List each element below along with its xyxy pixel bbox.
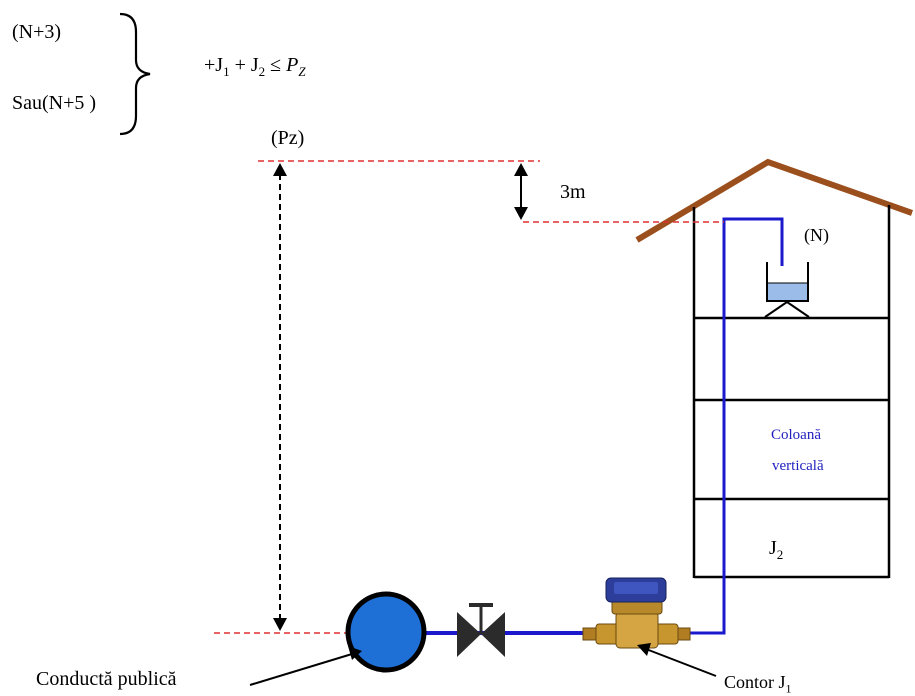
public-pipe-label: Conductă publică [36, 668, 177, 690]
arrow-head-up [514, 163, 528, 176]
tank-stand [764, 300, 810, 318]
meter-label: Contor J1 [724, 672, 792, 696]
formula-inequality: +J1 + J2 ≤ PZ [204, 54, 306, 79]
option-n-plus-5: Sau(N+5 ) [12, 92, 97, 114]
arrow-head-up [273, 163, 287, 176]
arrow-head-down [273, 618, 287, 631]
column-label-line2: verticală [772, 458, 824, 474]
pz-label: (Pz) [271, 127, 305, 149]
arrow-head [637, 643, 651, 656]
curly-brace [119, 12, 151, 136]
column-label-line1: Coloană [771, 427, 821, 443]
option-n-plus-3: (N+3) [12, 21, 62, 43]
n-label: (N) [804, 225, 829, 245]
vertical-column-pipe [684, 217, 784, 635]
public-pipe-circle [345, 591, 427, 673]
house-roof [635, 158, 914, 243]
water-meter-icon [582, 577, 691, 649]
j2-label: J2 [769, 537, 784, 562]
three-meter-label: 3m [560, 181, 586, 203]
public-pipe-pointer [249, 653, 353, 686]
valve-icon [457, 603, 505, 657]
tank [766, 262, 809, 302]
tank-water [767, 283, 808, 301]
meter-pointer [645, 648, 717, 677]
arrow-head-down [514, 207, 528, 220]
arrow-head [348, 646, 362, 660]
